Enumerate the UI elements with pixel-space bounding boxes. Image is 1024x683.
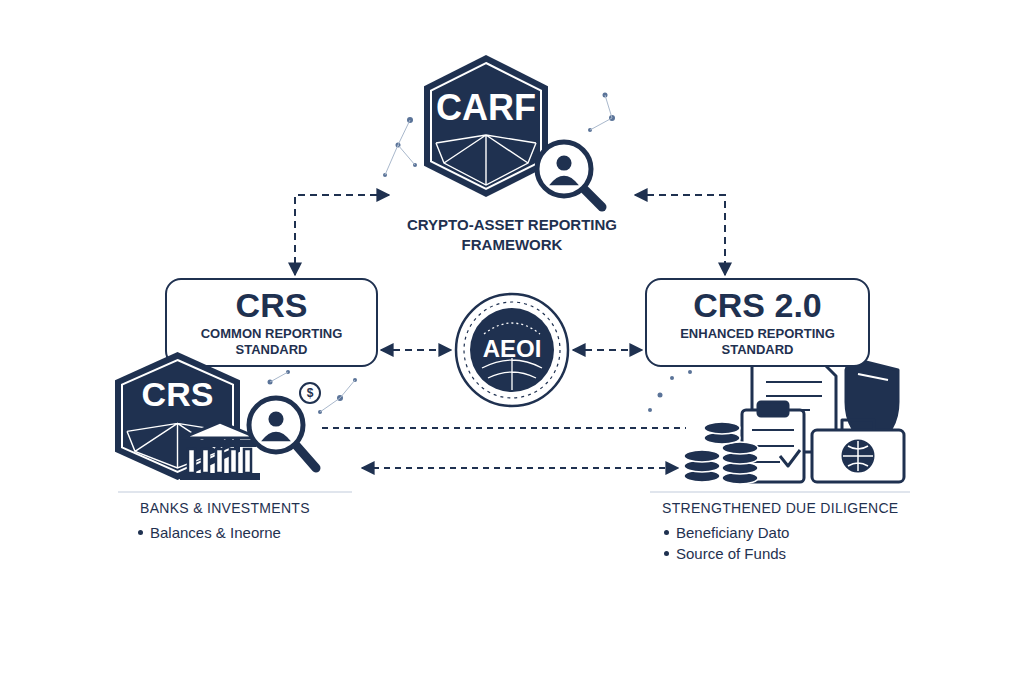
box-title: CRS (167, 286, 376, 325)
globe-lines (482, 358, 542, 390)
magnifier-glass (249, 398, 303, 452)
separator (118, 491, 352, 493)
magnifier-handle (583, 188, 602, 207)
standard-box: CRSCOMMON REPORTING STANDARD (165, 278, 378, 367)
person-head (268, 412, 283, 427)
hub-circle: AEOI (454, 292, 570, 408)
arc-dots (484, 323, 540, 334)
dashed-link (362, 467, 678, 469)
hexagon-shield (424, 55, 548, 197)
person-body (261, 432, 291, 441)
section-heading: BANKS & INVESTMENTS (140, 500, 310, 516)
section-heading: STRENGTHENED DUE DILIGENCE (662, 500, 899, 516)
bank-base (180, 473, 260, 480)
bullet-dot (138, 530, 143, 535)
hexagon-shield (115, 352, 240, 480)
network-lines (436, 135, 536, 185)
magnifier-handle (295, 444, 316, 468)
person-head (556, 156, 571, 171)
dashed-connector (635, 195, 725, 275)
currency-sign: $ (307, 386, 314, 400)
person-body (549, 176, 579, 185)
bank-column (244, 449, 251, 473)
bank-column (202, 449, 209, 473)
hub-label: AEOI (454, 336, 570, 362)
bullet-text: Beneficiany Dato (676, 524, 789, 541)
bank-beam (184, 440, 256, 447)
dashed-connector (381, 349, 451, 351)
icon-node: CARF CRYPTO-ASSET REPORTING FRAMEWORK (392, 55, 632, 263)
box-title: CRS 2.0 (647, 286, 868, 325)
icon-node: CRS (112, 352, 322, 482)
bullet-dot (664, 530, 669, 535)
dashed-link (322, 427, 686, 429)
separator (650, 491, 910, 493)
bank-column (216, 449, 223, 473)
bank-column (188, 449, 195, 473)
compliance-icons (684, 358, 904, 484)
dashed-connector (573, 349, 642, 351)
box-subtitle: ENHANCED REPORTING STANDARD (670, 326, 846, 359)
box-subtitle: COMMON REPORTING STANDARD (190, 326, 354, 359)
bank-column (230, 449, 237, 473)
icon-title: CARF (424, 85, 548, 132)
icon-title: CRS (115, 376, 240, 413)
crs-icon (112, 352, 322, 482)
framework-name: CRYPTO-ASSET REPORTING FRAMEWORK (405, 215, 619, 254)
bullet-text: Balances & Ineorne (150, 524, 281, 541)
bullet-text: Source of Funds (676, 545, 786, 562)
magnifier-glass (537, 142, 591, 196)
standard-box: CRS 2.0ENHANCED REPORTING STANDARD (645, 278, 870, 367)
bullet-dot (664, 551, 669, 556)
dashed-connector (295, 195, 389, 275)
coin-icon (300, 383, 320, 403)
